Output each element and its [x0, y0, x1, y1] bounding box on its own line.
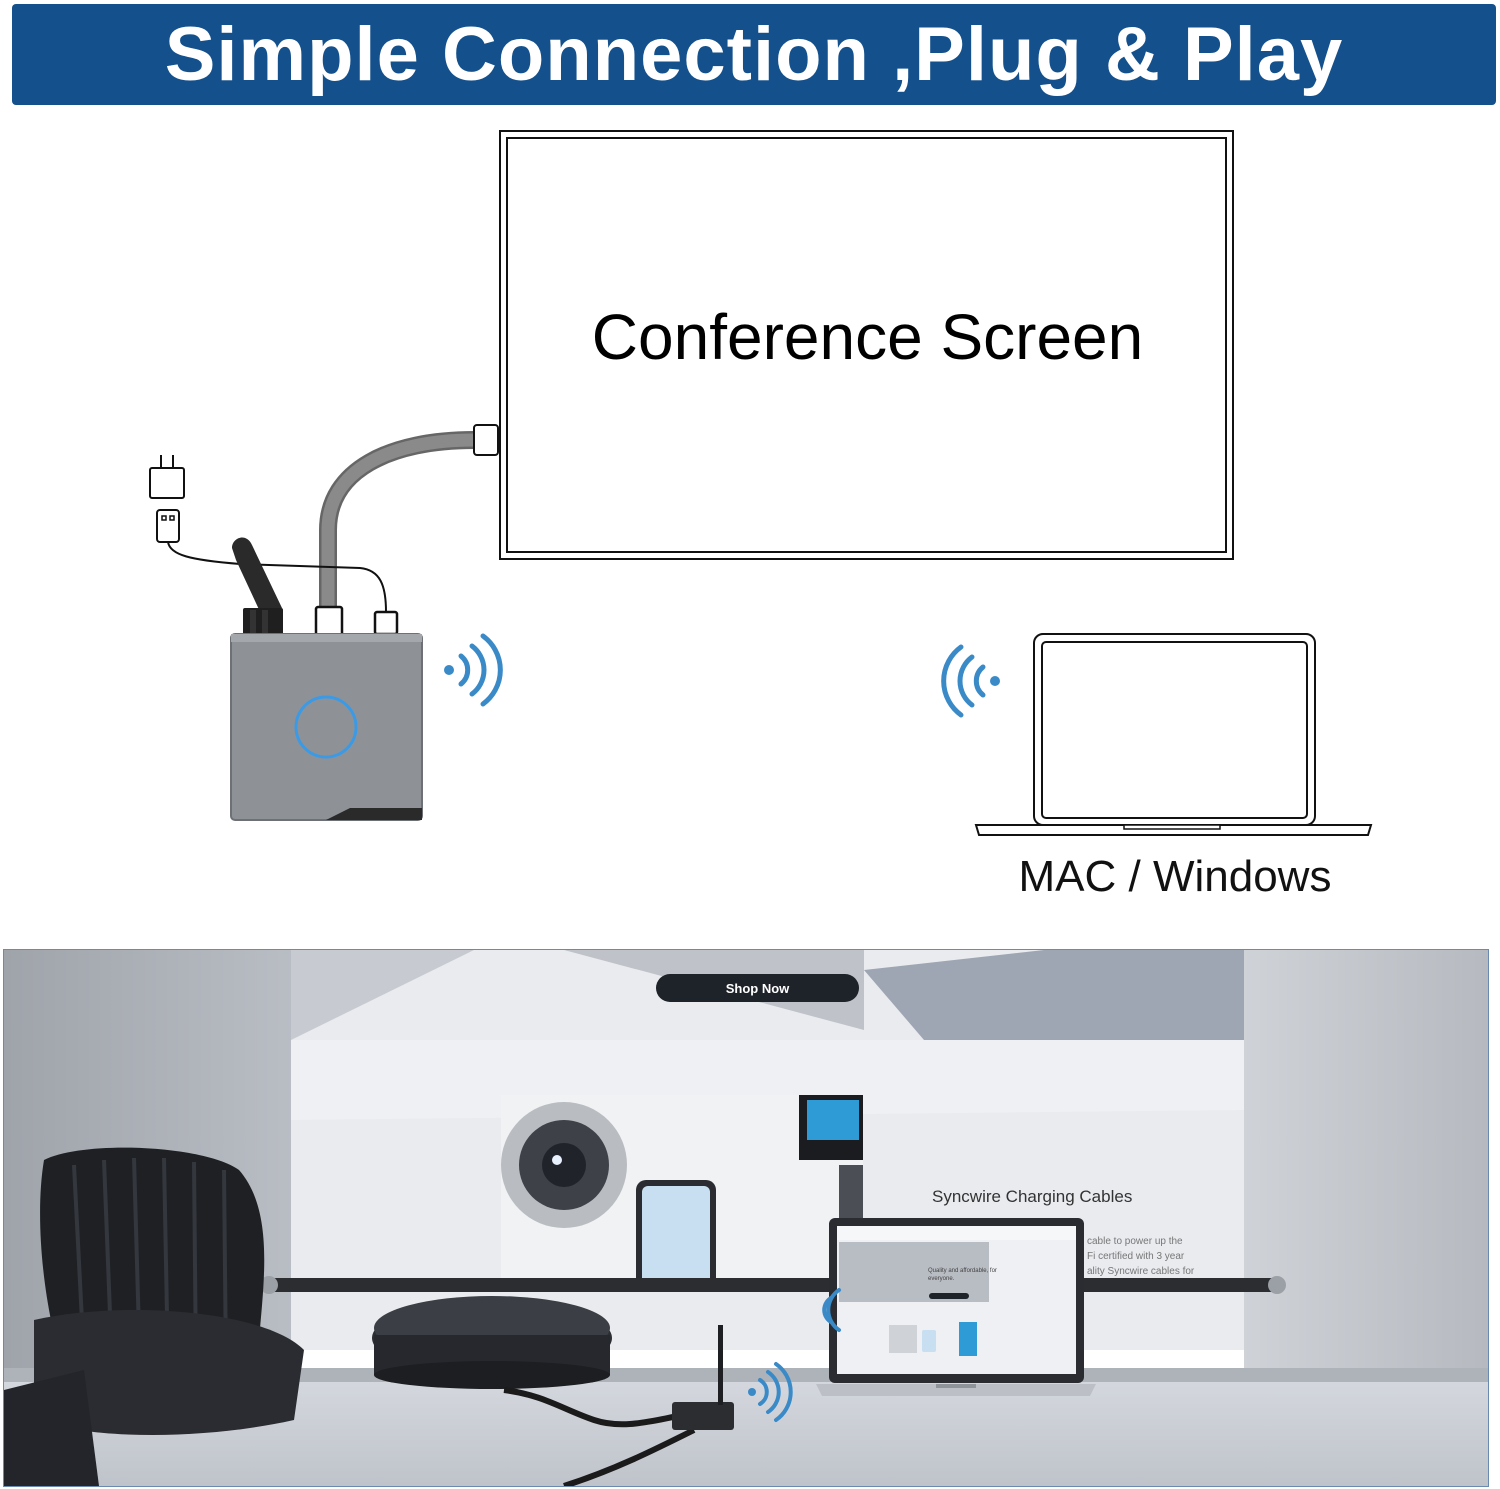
banner-title: Simple Connection ,Plug & Play	[164, 12, 1344, 97]
laptop	[974, 633, 1373, 836]
conference-screen-label: Conference Screen	[591, 301, 1144, 373]
connection-diagram	[149, 130, 1373, 836]
product-text-line: Fi certified with 3 year	[1087, 1251, 1185, 1262]
wifi-signal-icon	[444, 633, 503, 707]
laptop-screen-text: everyone.	[928, 1276, 955, 1282]
product-text-line: ality Syncwire cables for	[1087, 1266, 1195, 1277]
room-scene	[4, 950, 1488, 1486]
conference-screen	[499, 130, 1234, 560]
meeting-room-photo: Shop Now Syncwire Charging Cables cable …	[3, 949, 1489, 1487]
transmitter-device	[230, 633, 423, 821]
shop-now-button: Shop Now	[656, 974, 859, 1002]
laptop-screen-text: Quality and affordable, for	[928, 1268, 997, 1274]
wifi-signal-icon	[941, 644, 1000, 718]
hdmi-cable	[314, 424, 499, 637]
product-title: Syncwire Charging Cables	[932, 1187, 1133, 1206]
title-banner: Simple Connection ,Plug & Play	[12, 4, 1496, 105]
antenna	[232, 537, 283, 638]
product-text-line: cable to power up the	[1087, 1236, 1183, 1247]
laptop-os-label: MAC / Windows	[1018, 852, 1332, 901]
